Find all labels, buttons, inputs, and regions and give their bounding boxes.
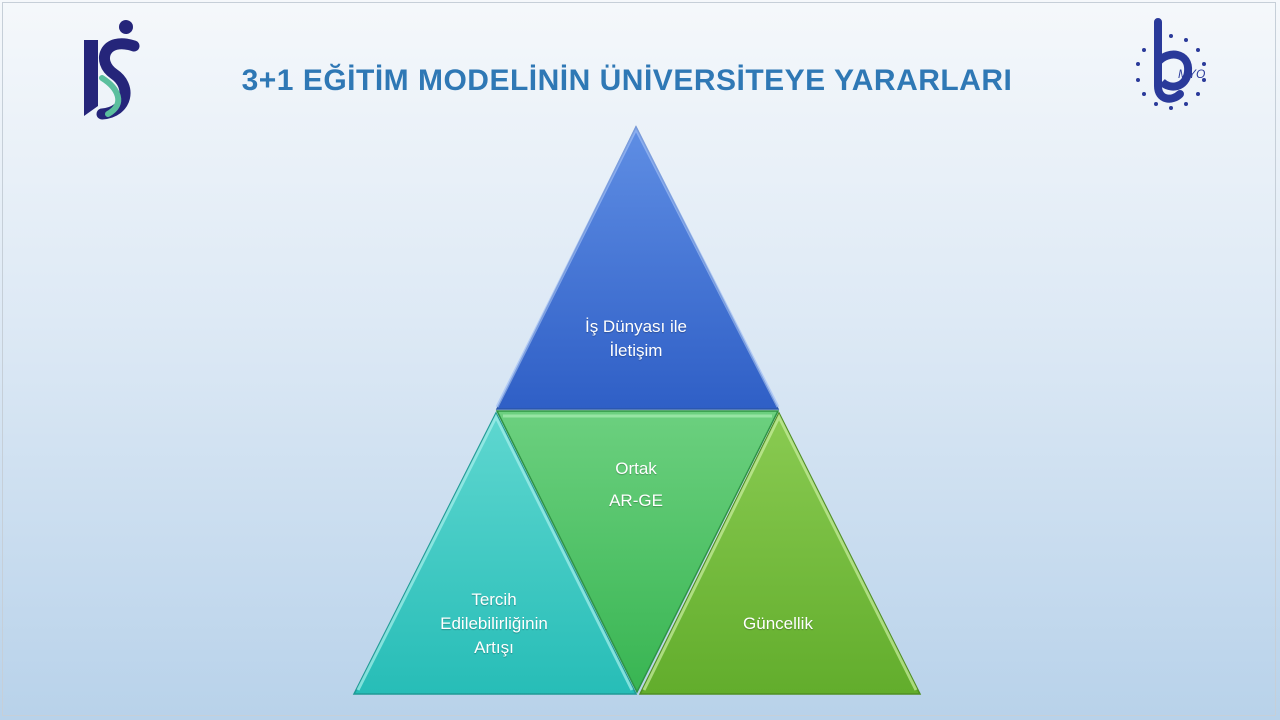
pyramid-left-label-line3: Artışı — [474, 638, 514, 657]
pyramid-left-label-line2: Edilebilirliğinin — [440, 614, 548, 633]
pyramid-top-segment — [495, 125, 780, 410]
pyramid-right-label-line1: Güncellik — [743, 614, 813, 633]
pyramid-left-label: Tercih Edilebilirliğinin Artışı — [414, 588, 574, 660]
pyramid-center-label: Ortak AR-GE — [566, 453, 706, 517]
myo-logo: MYO — [1136, 18, 1206, 110]
myo-logo-text: MYO — [1178, 67, 1205, 81]
pyramid-right-segment — [638, 411, 922, 695]
pyramid-center-label-line2: AR-GE — [609, 491, 663, 510]
pyramid-right-label: Güncellik — [708, 612, 848, 636]
university-logo — [84, 20, 140, 120]
pyramid-left-label-line1: Tercih — [471, 590, 517, 609]
pyramid-top-label: İş Dünyası ile İletişim — [556, 315, 716, 363]
pyramid-top-label-line2: İletişim — [609, 341, 663, 360]
pyramid-center-label-line1: Ortak — [615, 459, 657, 478]
page-title: 3+1 EĞİTİM MODELİNİN ÜNİVERSİTEYE YARARL… — [241, 64, 1013, 97]
pyramid-center-segment — [495, 410, 780, 694]
pyramid-left-segment — [352, 411, 638, 695]
pyramid-top-label-line1: İş Dünyası ile — [584, 317, 688, 336]
